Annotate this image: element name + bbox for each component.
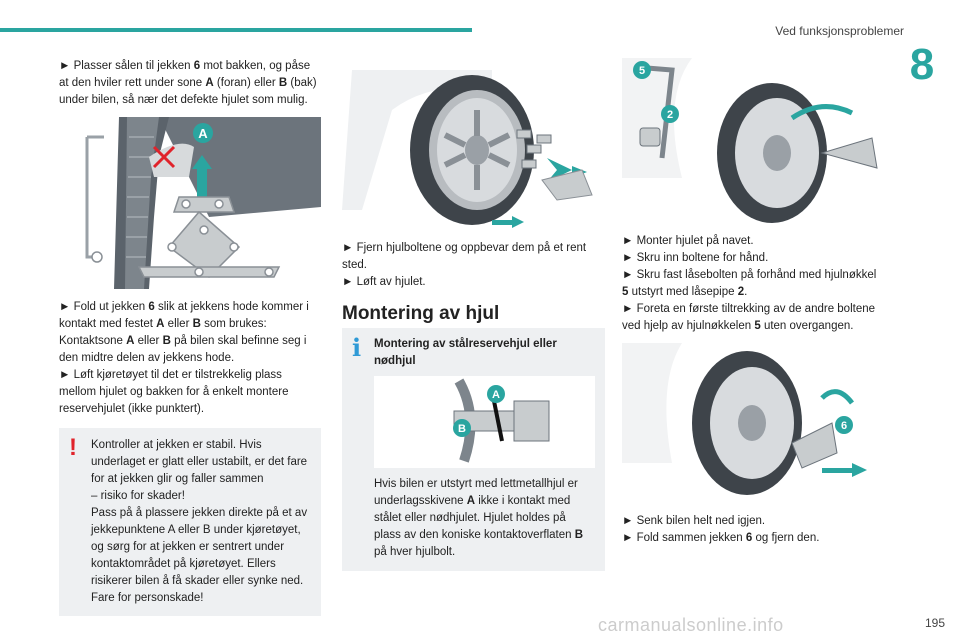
info-icon: i (352, 333, 362, 362)
info-text: Hvis bilen er utstyrt med lettmetallhjul… (374, 478, 584, 558)
header-accent-bar (0, 28, 472, 32)
instruction-place-jack: ► Plasser sålen til jekken 6 mot bakken,… (59, 60, 317, 106)
column-1: ► Plasser sålen til jekken 6 mot bakken,… (59, 58, 321, 616)
label-6: 6 (841, 420, 847, 432)
page-number: 195 (924, 616, 945, 630)
warning-box: ! Kontroller at jekken er stabil. Hvis u… (59, 428, 321, 616)
jack-illustration: A (59, 117, 321, 289)
info-title: Montering av stålreservehjul eller nødhj… (374, 338, 557, 367)
section-title: Ved funksjonsproblemer (775, 24, 904, 38)
mount-wheel-illustration: 5 2 (622, 58, 884, 223)
wheel-bolts-illustration (342, 70, 605, 230)
label-a: A (492, 389, 500, 401)
instruction-mount: ► Monter hjulet på navet. ► Skru inn bol… (622, 235, 877, 332)
column-2: ► Fjern hjulboltene og oppbevar dem på e… (342, 58, 605, 571)
label-b: B (458, 423, 466, 435)
instruction-lower: ► Senk bilen helt ned igjen. ► Fold samm… (622, 515, 820, 544)
label-a: A (198, 126, 208, 141)
label-5: 5 (639, 65, 645, 77)
info-box: i Montering av stålreservehjul eller nød… (342, 328, 605, 571)
instruction-unfold-jack: ► Fold ut jekken 6 slik at jekkens hode … (59, 301, 309, 415)
instruction-remove-bolts: ► Fjern hjulboltene og oppbevar dem på e… (342, 242, 587, 288)
instruction-lift-vehicle: ► Løft kjøretøyet til det er tilstrekkel… (59, 369, 289, 415)
column-3: 5 2 ► Monter hjulet på navet. ► Skru inn… (622, 58, 884, 555)
warning-icon: ! (69, 434, 77, 461)
section-heading: Montering av hjul (342, 303, 500, 324)
watermark: carmanualsonline.info (598, 615, 784, 635)
label-2: 2 (667, 109, 673, 121)
chapter-number: 8 (909, 40, 935, 89)
lower-vehicle-illustration: 6 (622, 343, 884, 503)
bolt-washer-illustration: A B (374, 376, 595, 468)
